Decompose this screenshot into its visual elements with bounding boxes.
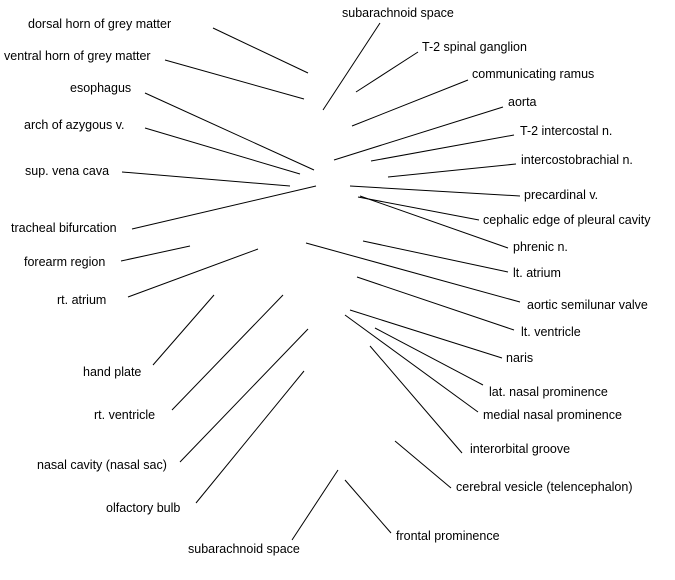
leader-lt-ventricle: [356, 276, 515, 331]
leader-arch-azygous: [144, 127, 301, 175]
leader-rt-atrium: [127, 248, 259, 298]
label-medial-nasal-prominence: medial nasal prominence: [483, 408, 622, 422]
label-olfactory-bulb: olfactory bulb: [106, 501, 181, 515]
leader-rt-ventricle: [171, 294, 284, 411]
label-communicating-ramus: communicating ramus: [472, 67, 595, 81]
label-cerebral-vesicle: cerebral vesicle (telencephalon): [456, 480, 633, 494]
leader-t2-ganglion: [355, 51, 419, 93]
label-tracheal-bifurcation: tracheal bifurcation: [11, 221, 117, 235]
label-arch-azygous: arch of azygous v.: [24, 118, 125, 132]
leader-aortic-valve: [305, 242, 521, 303]
leader-phrenic: [359, 195, 509, 249]
label-subarachnoid-space-top: subarachnoid space: [342, 6, 454, 20]
label-lt-ventricle: lt. ventricle: [521, 325, 581, 339]
leader-medial-nasal: [344, 314, 479, 413]
label-t2-spinal-ganglion: T-2 spinal ganglion: [422, 40, 527, 54]
leader-frontal-prominence: [344, 479, 392, 534]
label-ventral-horn: ventral horn of grey matter: [4, 49, 151, 63]
label-cephalic-edge: cephalic edge of pleural cavity: [483, 213, 651, 227]
label-lt-atrium: lt. atrium: [513, 266, 561, 280]
label-t2-intercostal: T-2 intercostal n.: [520, 124, 613, 138]
label-aorta: aorta: [508, 95, 537, 109]
leader-lines: [120, 22, 521, 541]
label-subarachnoid-space-bottom: subarachnoid space: [188, 542, 300, 556]
label-rt-atrium: rt. atrium: [57, 293, 107, 307]
leader-aorta: [333, 106, 504, 161]
label-dorsal-horn: dorsal horn of grey matter: [28, 17, 172, 31]
leader-cephalic-edge: [357, 196, 480, 221]
leader-intercostobrachial: [387, 163, 517, 178]
leader-communicating-ramus: [351, 79, 469, 127]
label-lat-nasal-prominence: lat. nasal prominence: [489, 385, 608, 399]
leader-hand-plate: [152, 294, 215, 366]
label-interorbital-groove: interorbital groove: [470, 442, 571, 456]
label-naris: naris: [506, 351, 534, 365]
leader-lt-atrium: [362, 240, 509, 273]
label-frontal-prominence: frontal prominence: [396, 529, 500, 543]
label-phrenic: phrenic n.: [513, 240, 568, 254]
leader-cerebral-vesicle: [394, 440, 452, 489]
leader-precardinal: [349, 185, 521, 197]
leader-lat-nasal: [374, 327, 484, 386]
leader-ventral-horn: [164, 59, 305, 100]
leader-nasal-cavity: [179, 328, 309, 463]
label-sup-vena-cava: sup. vena cava: [25, 164, 110, 178]
label-aortic-valve: aortic semilunar valve: [527, 298, 648, 312]
label-forearm-region: forearm region: [24, 255, 106, 269]
label-hand-plate: hand plate: [83, 365, 142, 379]
leader-olfactory-bulb: [195, 370, 305, 504]
leader-dorsal-horn: [212, 27, 309, 74]
leader-esophagus: [144, 92, 315, 171]
label-esophagus: esophagus: [70, 81, 132, 95]
label-precardinal: precardinal v.: [524, 188, 599, 202]
leader-subarachnoid-top: [322, 22, 381, 111]
leader-interorbital-groove: [369, 345, 463, 454]
leader-subarachnoid-bottom: [291, 469, 339, 541]
leader-naris: [349, 309, 503, 359]
label-rt-ventricle: rt. ventricle: [94, 408, 156, 422]
leader-forearm-region: [120, 245, 191, 262]
leader-t2-intercostal: [370, 134, 515, 162]
leader-sup-vena-cava: [121, 171, 291, 187]
label-intercostobrachial: intercostobrachial n.: [521, 153, 633, 167]
label-nasal-cavity: nasal cavity (nasal sac): [37, 458, 167, 472]
leader-tracheal-bifurcation: [131, 185, 317, 230]
